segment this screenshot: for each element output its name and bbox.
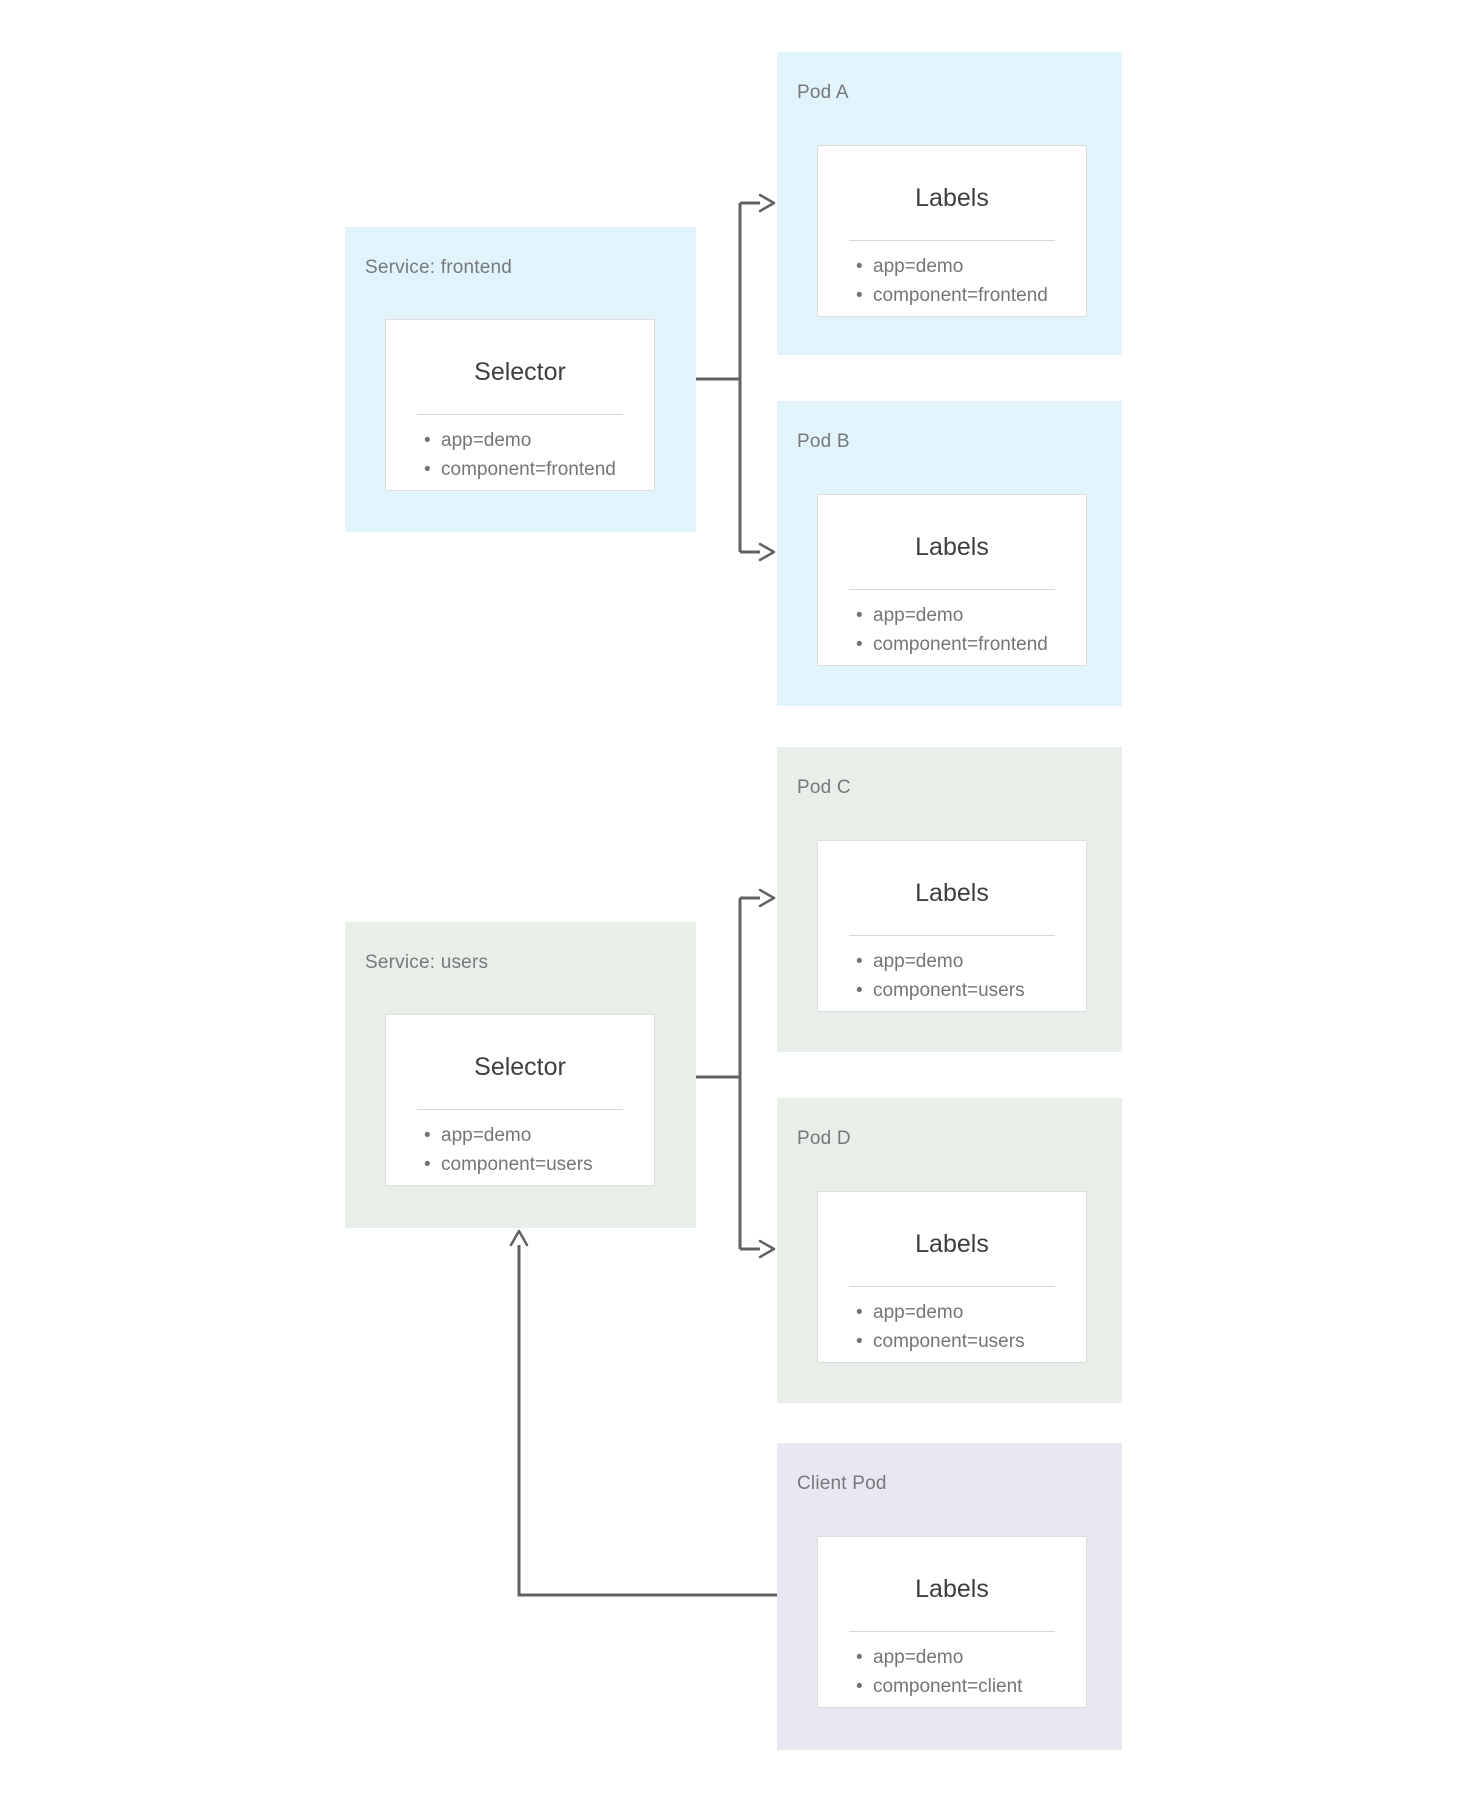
pod-label-item: app=demo	[856, 252, 1086, 281]
selector-label-item: component=frontend	[424, 455, 654, 484]
pod-label-list: app=demo component=users	[818, 1298, 1086, 1356]
pod-d-node: Pod D Labels app=demo component=users	[777, 1098, 1122, 1403]
labels-heading: Labels	[915, 183, 989, 212]
selector-label-list: app=demo component=users	[386, 1121, 654, 1179]
card-divider	[849, 1631, 1055, 1632]
pod-b-labels-card: Labels app=demo component=frontend	[817, 494, 1087, 666]
pod-label-item: app=demo	[856, 601, 1086, 630]
selector-label-item: app=demo	[424, 426, 654, 455]
labels-heading: Labels	[915, 878, 989, 907]
card-divider	[417, 1109, 623, 1110]
card-divider	[417, 414, 623, 415]
client-pod-labels-card: Labels app=demo component=client	[817, 1536, 1087, 1708]
service-users-node: Service: users Selector app=demo compone…	[345, 922, 696, 1228]
labels-heading: Labels	[915, 1574, 989, 1603]
service-users-selector-card: Selector app=demo component=users	[385, 1014, 655, 1186]
pod-d-labels-card: Labels app=demo component=users	[817, 1191, 1087, 1363]
selector-label-item: app=demo	[424, 1121, 654, 1150]
selector-heading: Selector	[474, 1052, 566, 1081]
client-pod-node: Client Pod Labels app=demo component=cli…	[777, 1443, 1122, 1750]
pod-label-list: app=demo component=frontend	[818, 601, 1086, 659]
connector-arrow-client-to-users	[509, 1229, 777, 1597]
pod-b-node: Pod B Labels app=demo component=frontend	[777, 401, 1122, 706]
service-frontend-title: Service: frontend	[365, 257, 513, 278]
pod-c-title: Pod C	[797, 777, 851, 798]
card-divider	[849, 240, 1055, 241]
service-users-title: Service: users	[365, 952, 489, 973]
pod-label-item: app=demo	[856, 947, 1086, 976]
pod-label-item: component=users	[856, 976, 1086, 1005]
selector-heading: Selector	[474, 357, 566, 386]
service-frontend-node: Service: frontend Selector app=demo comp…	[345, 227, 696, 532]
pod-label-item: component=frontend	[856, 281, 1086, 310]
client-pod-title: Client Pod	[797, 1473, 887, 1494]
pod-a-labels-card: Labels app=demo component=frontend	[817, 145, 1087, 317]
pod-d-title: Pod D	[797, 1128, 851, 1149]
selector-label-item: component=users	[424, 1150, 654, 1179]
pod-a-node: Pod A Labels app=demo component=frontend	[777, 52, 1122, 355]
card-divider	[849, 1286, 1055, 1287]
pod-label-item: app=demo	[856, 1643, 1086, 1672]
selector-label-list: app=demo component=frontend	[386, 426, 654, 484]
pod-c-node: Pod C Labels app=demo component=users	[777, 747, 1122, 1052]
card-divider	[849, 589, 1055, 590]
pod-c-labels-card: Labels app=demo component=users	[817, 840, 1087, 1012]
pod-label-item: component=frontend	[856, 630, 1086, 659]
pod-label-item: component=users	[856, 1327, 1086, 1356]
pod-label-list: app=demo component=users	[818, 947, 1086, 1005]
pod-label-list: app=demo component=client	[818, 1643, 1086, 1701]
labels-heading: Labels	[915, 532, 989, 561]
pod-label-item: component=client	[856, 1672, 1086, 1701]
service-frontend-selector-card: Selector app=demo component=frontend	[385, 319, 655, 491]
pod-b-title: Pod B	[797, 431, 850, 452]
card-divider	[849, 935, 1055, 936]
pod-a-title: Pod A	[797, 82, 849, 103]
pod-label-list: app=demo component=frontend	[818, 252, 1086, 310]
labels-heading: Labels	[915, 1229, 989, 1258]
pod-label-item: app=demo	[856, 1298, 1086, 1327]
